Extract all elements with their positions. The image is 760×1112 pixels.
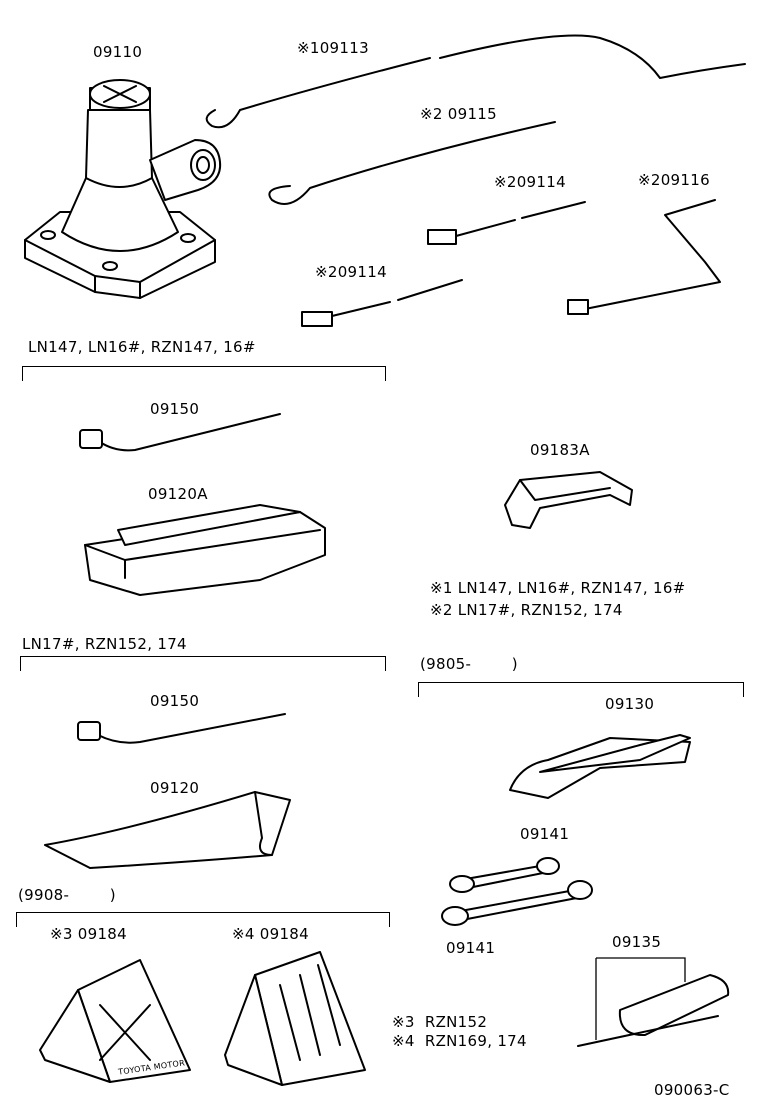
note-4: ※4 RZN169, 174 (392, 1032, 527, 1050)
label-09110: 09110 (93, 43, 143, 61)
label-09150-a: 09150 (150, 400, 200, 418)
label-09183a: 09183A (530, 441, 590, 459)
tool-bag-drawing (44, 791, 291, 869)
group-b-bracket (20, 656, 386, 671)
date-9805-bracket (418, 682, 744, 697)
crank-drawing (567, 199, 721, 315)
wrench-b-drawing (77, 713, 286, 744)
label-09114-a: ※209114 (494, 173, 566, 191)
label-chock-4: ※4 09184 (232, 925, 309, 943)
label-09120a: 09120A (148, 485, 208, 503)
chock-3-drawing (39, 959, 191, 1083)
spanner-b-drawing (441, 880, 593, 926)
bracket-drawing (504, 471, 633, 529)
group-a-models: LN147, LN16#, RZN147, 16# (28, 338, 256, 356)
label-09114-b: ※209114 (315, 263, 387, 281)
extension-bar-a-drawing (427, 201, 586, 245)
label-chock-3: ※3 09184 (50, 925, 127, 943)
chock-4-drawing (224, 951, 366, 1086)
label-09116: ※209116 (638, 171, 710, 189)
date-9805: (9805- ) (420, 655, 518, 673)
date-9908: (9908- ) (18, 886, 116, 904)
diagram-id: 090063-C (654, 1081, 730, 1099)
jack-handle-2-drawing (268, 121, 556, 205)
label-09150-b: 09150 (150, 692, 200, 710)
jack-drawing (24, 79, 222, 299)
label-09130: 09130 (605, 695, 655, 713)
label-09120: 09120 (150, 779, 200, 797)
note-1: ※1 LN147, LN16#, RZN147, 16# (430, 579, 686, 597)
group-a-bracket (22, 366, 386, 381)
note-3: ※3 RZN152 (392, 1013, 488, 1031)
jack-handle-drawing (205, 34, 746, 129)
spanner-a-drawing (449, 857, 560, 893)
label-09113: ※109113 (297, 39, 369, 57)
note-2: ※2 LN17#, RZN152, 174 (430, 601, 623, 619)
tray-drawing (84, 504, 326, 596)
wrench-a-drawing (79, 413, 281, 452)
group-b-models: LN17#, RZN152, 174 (22, 635, 187, 653)
label-09135: 09135 (612, 933, 662, 951)
label-09141-b: 09141 (446, 939, 496, 957)
label-09141-a: 09141 (520, 825, 570, 843)
screwdriver-drawing (577, 957, 730, 1047)
pliers-drawing (509, 734, 691, 799)
label-09115: ※2 09115 (420, 105, 497, 123)
date-9908-bracket (16, 912, 390, 927)
extension-bar-b-drawing (301, 279, 463, 327)
